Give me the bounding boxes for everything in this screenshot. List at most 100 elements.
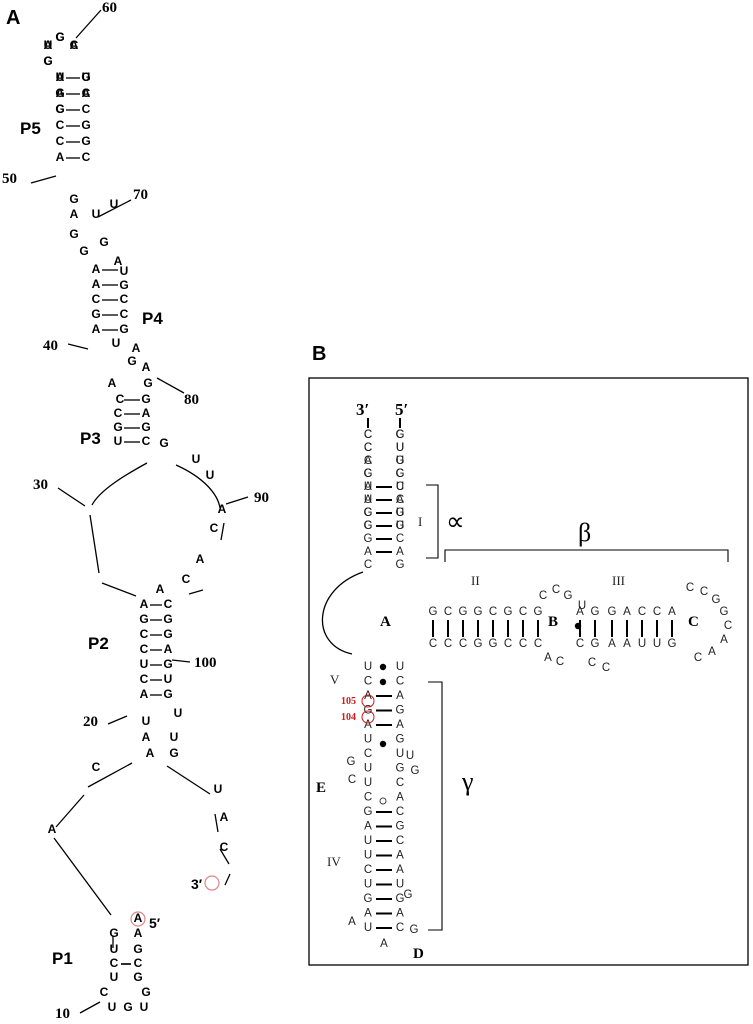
nucleotide: G — [364, 893, 373, 905]
nucleotide: C — [364, 559, 372, 571]
nucleotide: G — [109, 926, 118, 940]
nucleotide: A — [396, 792, 404, 804]
nucleotide: C — [539, 590, 547, 602]
nucleotide: C — [519, 606, 527, 618]
nucleotide: C — [444, 638, 452, 650]
nucleotide: C — [44, 54, 53, 68]
panel-b-label: B — [312, 343, 326, 365]
nucleotide: U — [364, 763, 372, 775]
nucleotide: U — [396, 507, 404, 519]
number-70: 70 — [133, 187, 148, 203]
nucleotide: G — [69, 192, 78, 206]
nucleotide: A — [720, 634, 728, 646]
nucleotide: U — [396, 442, 404, 454]
nucleotide: C — [82, 86, 91, 100]
stem-label-iii: III — [612, 573, 625, 588]
nucleotide: C — [396, 468, 404, 480]
nucleotide: G — [720, 606, 729, 618]
nucleotide: U — [396, 442, 404, 454]
nucleotide: C — [110, 956, 119, 970]
helix-label-alpha: ∝ — [446, 507, 465, 536]
nucleotide: C — [396, 922, 404, 934]
nucleotide: C — [519, 638, 527, 650]
nucleotide: U — [396, 748, 404, 760]
nucleotide: C — [700, 586, 708, 598]
nucleotide: C — [364, 792, 372, 804]
nucleotide: A — [396, 908, 404, 920]
nucleotide: A — [92, 262, 101, 276]
nucleotide: G — [347, 756, 356, 768]
pair-dot-1 — [379, 663, 387, 671]
nucleotide: A — [140, 597, 149, 611]
nucleotide: A — [396, 864, 404, 876]
nucleotide: C — [56, 30, 65, 44]
nucleotide: C — [100, 985, 109, 999]
nucleotide: U — [653, 638, 661, 650]
bracket-helix-gamma — [428, 681, 443, 931]
nucleotide: G — [139, 612, 148, 626]
nucleotide: C — [56, 118, 65, 132]
nucleotide: U — [396, 481, 404, 493]
nucleotide: A — [146, 746, 155, 760]
nucleotide: G — [55, 30, 64, 44]
nucleotide: G — [55, 86, 64, 100]
nucleotide: C — [694, 652, 702, 664]
nucleotide: G — [591, 638, 600, 650]
region-label-p4: P4 — [142, 309, 163, 328]
nucleotide: G — [591, 606, 600, 618]
nucleotide: U — [120, 264, 129, 278]
nucleotide: U — [406, 750, 414, 762]
nucleotide: U — [110, 942, 119, 956]
nucleotide: U — [56, 70, 65, 84]
number-100: 100 — [194, 655, 217, 671]
nucleotide: G — [119, 278, 128, 292]
helix-label-gamma: γ — [461, 767, 474, 796]
nucleotide: G — [163, 612, 172, 626]
nucleotide: A — [132, 341, 141, 355]
nucleotide: C — [92, 292, 101, 306]
number-90: 90 — [254, 490, 269, 506]
nucleotide: A — [218, 502, 227, 516]
nucleotide: G — [69, 227, 78, 241]
nucleotide: C — [56, 134, 65, 148]
nucleotide: U — [364, 835, 372, 847]
nucleotide: C — [142, 434, 151, 448]
nucleotide: U — [364, 879, 372, 891]
nucleotide: U — [364, 850, 372, 862]
end-5prime-a: 5′ — [149, 915, 161, 931]
nucleotide: A — [142, 730, 151, 744]
nucleotide: G — [396, 468, 405, 480]
nucleotide: C — [364, 676, 372, 688]
nucleotide: C — [56, 102, 65, 116]
pair-dot-3 — [379, 740, 387, 748]
nucleotide: A — [114, 254, 123, 268]
loop-label-d: D — [413, 946, 424, 962]
nucleotide: U — [164, 672, 173, 686]
nucleotide: C — [534, 638, 542, 650]
nucleotide: A — [142, 406, 151, 420]
nucleotide: A — [164, 642, 173, 656]
loop-label-a: A — [380, 614, 391, 630]
panel-b-frame — [308, 377, 749, 966]
nucleotide: U — [140, 1000, 149, 1014]
nucleotide: C — [70, 38, 79, 52]
nucleotide: U — [364, 922, 372, 934]
nucleotide: A — [396, 690, 404, 702]
nucleotide: G — [55, 102, 64, 116]
nucleotide: U — [364, 777, 372, 789]
bracket-stem-i — [426, 484, 439, 559]
nucleotide: U — [364, 494, 372, 506]
nucleotide: C — [602, 662, 610, 674]
nucleotide: A — [623, 606, 631, 618]
nucleotide: G — [364, 507, 373, 519]
nucleotide: C — [210, 521, 219, 535]
nucleotide: C — [82, 102, 91, 116]
nucleotide: C — [82, 150, 91, 164]
nucleotide: C — [653, 606, 661, 618]
nucleotide: A — [396, 546, 404, 558]
nucleotide: C — [164, 597, 173, 611]
nucleotide: C — [140, 672, 149, 686]
nucleotide: C — [429, 638, 437, 650]
